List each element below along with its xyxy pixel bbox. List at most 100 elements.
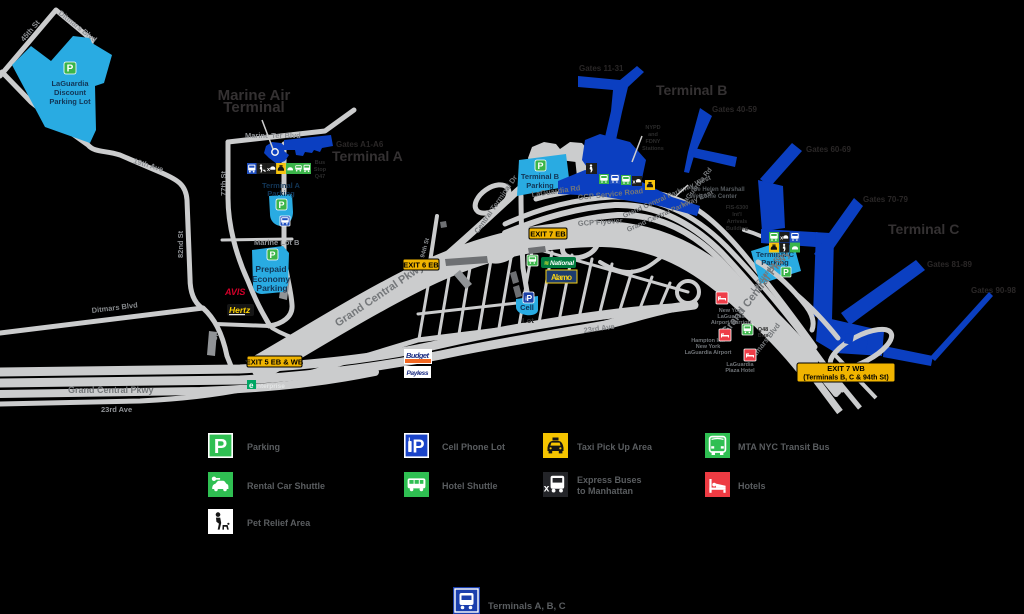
- svg-text:Parking: Parking: [526, 181, 554, 190]
- svg-text:and: and: [648, 132, 658, 138]
- svg-text:Gates A1-A6: Gates A1-A6: [336, 140, 384, 149]
- svg-text:x: x: [267, 167, 271, 173]
- svg-text:P: P: [67, 64, 74, 75]
- svg-text:94th St: 94th St: [420, 238, 431, 259]
- svg-text:Stations: Stations: [642, 146, 664, 152]
- svg-text:FDNY: FDNY: [646, 139, 661, 145]
- svg-text:Cell: Cell: [520, 303, 534, 312]
- svg-text:23rd Ave: 23rd Ave: [583, 322, 615, 335]
- svg-text:x: x: [544, 484, 550, 495]
- svg-text:LaGuardia Airport: LaGuardia Airport: [685, 350, 732, 356]
- svg-text:Bus: Bus: [758, 333, 768, 339]
- svg-text:EXIT 6 EB: EXIT 6 EB: [403, 261, 439, 270]
- svg-text:Building: Building: [726, 226, 748, 232]
- svg-text:to Manhattan: to Manhattan: [577, 486, 633, 496]
- svg-text:Gates 60-69: Gates 60-69: [806, 145, 851, 154]
- svg-text:P: P: [783, 267, 789, 277]
- svg-text:Welcome Center: Welcome Center: [690, 194, 738, 200]
- svg-text:LaGuardia: LaGuardia: [51, 79, 89, 88]
- svg-text:Hotels: Hotels: [738, 481, 766, 491]
- svg-text:Parking: Parking: [761, 258, 789, 267]
- svg-text:Express Buses: Express Buses: [577, 475, 642, 485]
- svg-text:Lot: Lot: [522, 316, 534, 325]
- svg-text:82nd St: 82nd St: [176, 230, 185, 258]
- svg-text:Stop: Stop: [314, 167, 327, 173]
- svg-text:Airport Marriott: Airport Marriott: [711, 320, 752, 326]
- svg-text:Budget: Budget: [406, 351, 430, 360]
- svg-text:LaGuardia: LaGuardia: [717, 314, 745, 320]
- svg-text:Hampton Inn: Hampton Inn: [691, 338, 725, 344]
- svg-text:Alamo: Alamo: [551, 273, 572, 282]
- svg-text:Grand Central Pkwy: Grand Central Pkwy: [333, 261, 427, 330]
- svg-text:Marine Lot B: Marine Lot B: [254, 238, 300, 247]
- svg-text:77th St: 77th St: [219, 170, 228, 196]
- svg-text:Marine Ter Blvd: Marine Ter Blvd: [245, 131, 301, 140]
- svg-text:P: P: [526, 293, 532, 303]
- svg-text:EXIT 7 WB: EXIT 7 WB: [827, 364, 865, 373]
- svg-text:Terminal B: Terminal B: [656, 82, 727, 98]
- svg-text:MTA NYC Transit Bus: MTA NYC Transit Bus: [738, 442, 830, 452]
- svg-text:Prepaid: Prepaid: [255, 264, 286, 274]
- svg-text:Gates 11-31: Gates 11-31: [579, 64, 624, 73]
- svg-text:Gates 40-59: Gates 40-59: [712, 105, 757, 114]
- svg-text:≋: ≋: [544, 261, 549, 267]
- svg-text:P: P: [537, 161, 543, 171]
- svg-text:AVIS: AVIS: [224, 287, 245, 297]
- svg-text:P: P: [278, 200, 284, 210]
- svg-text:Grand Central Pkwy: Grand Central Pkwy: [68, 385, 154, 395]
- svg-text:GCP Flyover: GCP Flyover: [578, 216, 623, 228]
- svg-text:The Helen Marshall: The Helen Marshall: [690, 187, 745, 193]
- svg-text:NYPD: NYPD: [645, 125, 660, 131]
- svg-text:Bus: Bus: [315, 160, 325, 166]
- svg-text:Economy: Economy: [252, 274, 291, 284]
- svg-text:e: e: [249, 381, 254, 390]
- svg-text:Ditmars Blvd: Ditmars Blvd: [91, 300, 138, 315]
- svg-text:Parking: Parking: [256, 283, 287, 293]
- svg-text:Discount: Discount: [54, 88, 87, 97]
- svg-text:Pet Relief Area: Pet Relief Area: [247, 518, 311, 528]
- svg-text:P: P: [214, 436, 227, 458]
- svg-text:Terminal A: Terminal A: [332, 148, 403, 164]
- svg-text:Terminal B: Terminal B: [521, 172, 560, 181]
- svg-text:FIS-6300: FIS-6300: [726, 205, 749, 211]
- svg-text:x: x: [633, 180, 637, 186]
- svg-text:P: P: [269, 250, 275, 260]
- svg-text:Terminal C: Terminal C: [888, 221, 959, 237]
- svg-text:Taxi Pick Up Area: Taxi Pick Up Area: [577, 442, 653, 452]
- svg-text:Gates 90-98: Gates 90-98: [971, 286, 1016, 295]
- svg-text:Marine Air: Marine Air: [218, 87, 291, 104]
- svg-text:23rd Ave: 23rd Ave: [101, 405, 132, 414]
- svg-text:Q47: Q47: [315, 174, 325, 180]
- svg-text:EXIT 7 EB: EXIT 7 EB: [530, 230, 566, 239]
- svg-text:Gates 70-79: Gates 70-79: [863, 195, 908, 204]
- svg-text:Rental Car Shuttle: Rental Car Shuttle: [247, 481, 325, 491]
- svg-text:Arrivals: Arrivals: [727, 219, 748, 225]
- svg-text:Terminal A: Terminal A: [262, 181, 301, 190]
- svg-text:Central Terminal Dr: Central Terminal Dr: [472, 173, 519, 235]
- svg-text:National: National: [550, 260, 574, 267]
- svg-text:Cell Phone Lot: Cell Phone Lot: [442, 442, 505, 452]
- svg-text:New York: New York: [696, 344, 721, 350]
- svg-text:Plaza Hotel: Plaza Hotel: [725, 368, 755, 374]
- svg-text:nterprise: nterprise: [257, 383, 285, 390]
- svg-text:19th Ave: 19th Ave: [132, 156, 164, 174]
- svg-text:Parking: Parking: [247, 442, 280, 452]
- svg-text:Terminal C: Terminal C: [756, 250, 795, 259]
- svg-text:Parking Lot: Parking Lot: [49, 97, 91, 106]
- svg-text:Int'l: Int'l: [732, 212, 742, 218]
- svg-text:x: x: [780, 236, 784, 242]
- svg-text:EXIT 5 EB & WB: EXIT 5 EB & WB: [246, 358, 304, 367]
- svg-text:Payless: Payless: [407, 370, 429, 377]
- svg-text:Gates 81-89: Gates 81-89: [927, 260, 972, 269]
- svg-text:Hotel Shuttle: Hotel Shuttle: [442, 481, 498, 491]
- svg-text:LaGuardia: LaGuardia: [726, 362, 754, 368]
- svg-text:(Terminals B, C & 94th St): (Terminals B, C & 94th St): [803, 375, 888, 382]
- svg-text:Parking: Parking: [267, 189, 295, 198]
- svg-text:Terminals A, B, C: Terminals A, B, C: [488, 601, 566, 612]
- svg-text:Terminal: Terminal: [223, 99, 284, 116]
- svg-text:New York: New York: [719, 308, 744, 314]
- svg-text:Hertz: Hertz: [229, 305, 251, 315]
- svg-text:P: P: [412, 437, 424, 457]
- svg-text:Q48: Q48: [758, 327, 768, 333]
- svg-text:i: i: [525, 297, 527, 303]
